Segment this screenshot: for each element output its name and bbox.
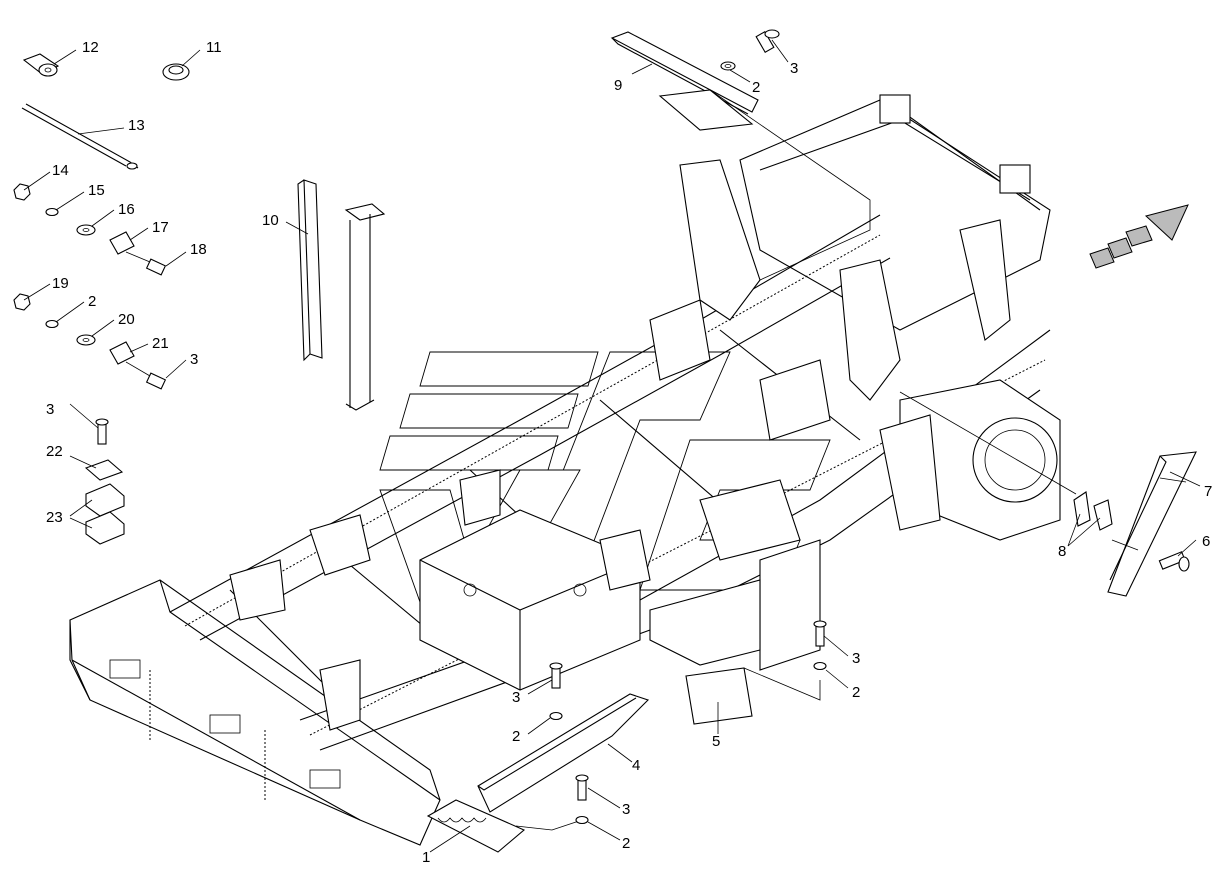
callout-2-bottom: 2 bbox=[622, 835, 630, 852]
callout-14: 14 bbox=[52, 162, 69, 179]
washer-2-top bbox=[720, 61, 736, 71]
parts-22-23-clamp-set bbox=[84, 418, 125, 545]
callout-6: 6 bbox=[1202, 533, 1210, 550]
direction-arrow-icon bbox=[1089, 204, 1189, 269]
parts-19-21-fastener-set bbox=[13, 293, 167, 390]
callout-3-top: 3 bbox=[790, 60, 798, 77]
callout-8: 8 bbox=[1058, 543, 1066, 560]
callout-2-right: 2 bbox=[852, 684, 860, 701]
part-10-bracket bbox=[297, 179, 386, 411]
callout-12: 12 bbox=[82, 39, 99, 56]
callout-10: 10 bbox=[262, 212, 279, 229]
callout-17: 17 bbox=[152, 219, 169, 236]
callout-9: 9 bbox=[614, 77, 622, 94]
chassis-frame bbox=[69, 94, 1061, 846]
parts-14-18-fastener-set bbox=[13, 183, 167, 276]
callout-3-bottom: 3 bbox=[622, 801, 630, 818]
part-4-shield bbox=[477, 662, 650, 813]
part-13-cable-tie bbox=[21, 103, 139, 170]
callout-2-top: 2 bbox=[752, 79, 760, 96]
part-7-side-panel bbox=[1107, 451, 1197, 597]
callout-1: 1 bbox=[422, 849, 430, 866]
callout-18: 18 bbox=[190, 241, 207, 258]
callout-13: 13 bbox=[128, 117, 145, 134]
callout-3-mid: 3 bbox=[512, 689, 520, 706]
part-9-cover-plate bbox=[610, 31, 871, 281]
bolt-3-top bbox=[755, 29, 780, 54]
callout-11: 11 bbox=[206, 39, 222, 56]
callout-3-right: 3 bbox=[852, 650, 860, 667]
callout-2-left: 2 bbox=[88, 293, 96, 310]
callout-7: 7 bbox=[1204, 483, 1212, 500]
part-8-clamp bbox=[899, 391, 1113, 531]
callout-22: 22 bbox=[46, 443, 63, 460]
callout-labels: 12 11 13 14 15 16 17 18 19 2 20 21 3 3 2… bbox=[46, 39, 1212, 866]
callout-16: 16 bbox=[118, 201, 135, 218]
callout-23: 23 bbox=[46, 509, 63, 526]
callout-4: 4 bbox=[632, 757, 640, 774]
callout-5: 5 bbox=[712, 733, 720, 750]
callout-21: 21 bbox=[152, 335, 169, 352]
part-5-plate bbox=[685, 620, 827, 725]
part-1-plate bbox=[426, 774, 589, 853]
callout-19: 19 bbox=[52, 275, 69, 292]
part-12-clip bbox=[22, 53, 60, 77]
callout-15: 15 bbox=[88, 182, 105, 199]
callout-3-clamp: 3 bbox=[46, 401, 54, 418]
part-6-bolt bbox=[1158, 551, 1190, 572]
callout-2-mid: 2 bbox=[512, 728, 520, 745]
part-11-grommet bbox=[162, 63, 190, 81]
callout-3-left: 3 bbox=[190, 351, 198, 368]
callout-20: 20 bbox=[118, 311, 135, 328]
leader-lines bbox=[23, 39, 1201, 853]
